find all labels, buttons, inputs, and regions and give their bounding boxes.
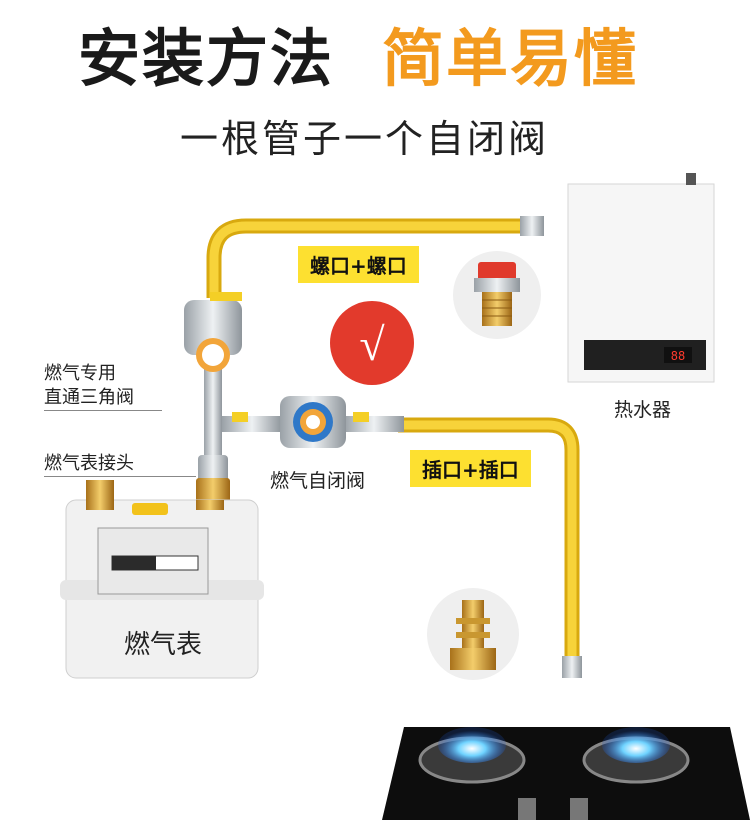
triangle-valve [184, 292, 242, 372]
plug-label: 插口+插口 [410, 450, 531, 487]
check-badge [330, 301, 414, 385]
water-heater-label: 热水器 [614, 399, 672, 421]
screw-fitting-image [453, 251, 541, 339]
valve-label: 燃气专用 直通三角阀 [44, 362, 162, 411]
gas-meter-label: 燃气表 [124, 630, 203, 660]
gas-meter [60, 480, 264, 679]
gas-stove [382, 727, 750, 820]
steel-pipe [204, 340, 222, 485]
water-heater: 88 [567, 173, 715, 383]
title-left: 安装方法 [78, 22, 335, 95]
title-right: 简单易懂 [382, 22, 639, 95]
svg-text:88: 88 [671, 349, 685, 363]
yellow-pipe-stove [398, 417, 582, 678]
screw-label: 螺口+螺口 [298, 246, 419, 283]
self-close-valve-label: 燃气自闭阀 [270, 470, 366, 492]
check-mark: √ [359, 319, 385, 370]
meter-joint-label: 燃气表接头 [44, 452, 196, 477]
self-closing-valve [232, 396, 369, 448]
yellow-pipe-heater [206, 216, 544, 298]
subtitle: 一根管子一个自闭阀 [180, 117, 550, 161]
plug-fitting-image [427, 588, 519, 680]
